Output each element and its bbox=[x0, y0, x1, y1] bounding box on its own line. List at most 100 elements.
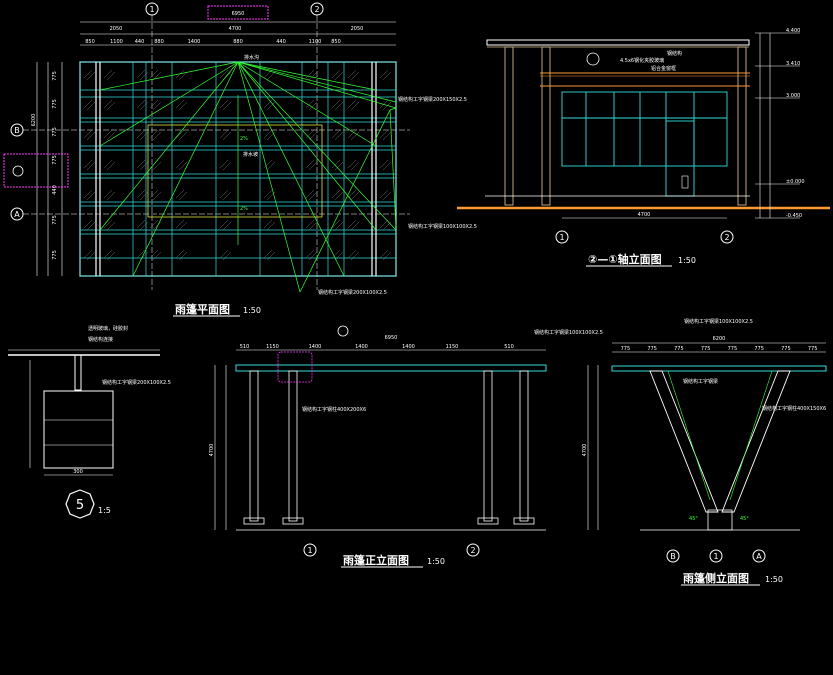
plan-dim-mid: 4700 bbox=[229, 26, 242, 32]
side-angle-1: 45° bbox=[689, 516, 698, 522]
level-label: ±0.000 bbox=[786, 179, 805, 185]
plan-row-dim: 880 bbox=[233, 39, 243, 45]
side-dim: 775 bbox=[674, 346, 684, 352]
window-frame bbox=[561, 91, 728, 197]
side-note-2: 钢结构工字钢梁 bbox=[683, 378, 718, 385]
slope-label-2: 2% bbox=[240, 206, 248, 212]
elev-note-3: 铝合金窗框 bbox=[651, 65, 676, 72]
elev-title: ②—①轴立面图 bbox=[588, 252, 662, 266]
plan-dim-right: 2050 bbox=[351, 26, 364, 32]
side-dim: 775 bbox=[701, 346, 711, 352]
detail5-note-2: 钢结构连接 bbox=[88, 336, 113, 343]
detail5-note-1: 透明玻璃，硅胶封 bbox=[88, 325, 128, 332]
side-dim: 775 bbox=[754, 346, 764, 352]
front-scale: 1:50 bbox=[427, 557, 445, 566]
side-axis-B: B bbox=[670, 552, 676, 561]
plan-row-dim: 850 bbox=[331, 39, 341, 45]
front-roof-beam bbox=[235, 364, 547, 372]
side-dim: 775 bbox=[647, 346, 657, 352]
side-axis-1: 1 bbox=[713, 552, 718, 561]
slope-label-1: 2% bbox=[240, 136, 248, 142]
side-scale: 1:50 bbox=[765, 575, 783, 584]
front-height-dim: 4700 bbox=[209, 444, 215, 457]
front-dim: 1150 bbox=[266, 344, 279, 350]
plan-axis-1-label: 1 bbox=[149, 5, 154, 14]
side-dim: 775 bbox=[621, 346, 631, 352]
front-dim: 1400 bbox=[355, 344, 368, 350]
elev-axis-1: 1 bbox=[559, 233, 564, 242]
detail5-dim: 300 bbox=[73, 469, 83, 475]
front-title: 雨篷正立面图 bbox=[343, 553, 409, 567]
detail-5-view: 300 透明玻璃，硅胶封 钢结构连接 钢结构工字钢梁200X100X2.5 5 … bbox=[8, 325, 171, 519]
plan-beam-note-1: 钢结构工字钢梁200X150X2.5 bbox=[398, 96, 467, 103]
level-label: 3.410 bbox=[786, 61, 800, 67]
front-dim: 1150 bbox=[446, 344, 459, 350]
side-dim: 775 bbox=[781, 346, 791, 352]
plan-left-dim: 775 bbox=[52, 155, 58, 165]
front-note-2: 钢结构工字钢柱400X200X6 bbox=[302, 406, 366, 413]
plan-row-dim: 1100 bbox=[309, 39, 322, 45]
side-angle-2: 45° bbox=[740, 516, 749, 522]
side-dims: 775 775 775 775 775 775 775 775 bbox=[621, 346, 818, 352]
plan-drain-note: 排水沟 bbox=[244, 54, 259, 61]
plan-left-dim: 440 bbox=[52, 185, 58, 195]
plan-beam-note-2: 钢结构工字钢梁100X100X2.5 bbox=[408, 223, 477, 230]
side-total-dim: 6200 bbox=[713, 336, 726, 342]
front-axis-2: 2 bbox=[470, 546, 475, 555]
plan-dim-left: 2050 bbox=[110, 26, 123, 32]
plan-scale: 1:50 bbox=[243, 306, 261, 315]
side-note-1: 钢结构工字钢梁100X100X2.5 bbox=[684, 318, 753, 325]
revision-cloud-top bbox=[207, 5, 269, 20]
plan-title: 雨篷平面图 bbox=[175, 302, 230, 316]
elev-axis-2: 2 bbox=[724, 233, 729, 242]
detail-5-marker bbox=[65, 489, 95, 519]
plan-axis-B-label: B bbox=[14, 126, 20, 135]
plan-top-dim: 6950 bbox=[232, 11, 245, 17]
front-dim: 510 bbox=[240, 344, 250, 350]
plan-left-dim: 775 bbox=[52, 99, 58, 109]
side-roof-beam bbox=[611, 365, 827, 372]
front-note-1: 钢结构工字钢梁100X100X2.5 bbox=[534, 329, 603, 336]
elev-note-1: 4.5x6钢化夹胶玻璃 bbox=[620, 57, 664, 64]
plan-row-dim: 440 bbox=[276, 39, 286, 45]
level-label: 3.000 bbox=[786, 93, 800, 99]
drain-outline bbox=[147, 124, 323, 218]
plan-left-dim: 775 bbox=[52, 215, 58, 225]
side-note-3: 钢结构工字钢柱400X150X6 bbox=[762, 405, 826, 412]
plan-row-dim: 1400 bbox=[188, 39, 201, 45]
side-height-dim: 4700 bbox=[582, 444, 588, 457]
detail5-note-3: 钢结构工字钢梁200X100X2.5 bbox=[102, 379, 171, 386]
plan-row-dim: 850 bbox=[85, 39, 95, 45]
plan-left-dim: 775 bbox=[52, 127, 58, 137]
axis-elevation-view: 4.5x6钢化夹胶玻璃 钢结构 铝合金窗框 4.4003.4103.000±0.… bbox=[457, 28, 830, 267]
front-axis-1: 1 bbox=[307, 546, 312, 555]
detail5-scale: 1:5 bbox=[98, 506, 111, 515]
plan-left-total: 6200 bbox=[31, 114, 37, 127]
side-dim: 775 bbox=[808, 346, 818, 352]
side-elevation-view: 6200 775 775 775 775 775 775 775 775 4700 钢结构工字… bbox=[582, 318, 827, 586]
revision-cloud-left bbox=[3, 153, 69, 188]
side-dim: 775 bbox=[728, 346, 738, 352]
plan-axis-2-label: 2 bbox=[314, 5, 319, 14]
plan-center-note: 排水坡 bbox=[243, 151, 258, 158]
slope-lines bbox=[99, 61, 397, 293]
plan-axis-A-label: A bbox=[14, 210, 20, 219]
elev-scale: 1:50 bbox=[678, 256, 696, 265]
plan-view: 1 2 6950 2050 4700 2050 850 1100 440 880 140… bbox=[3, 2, 477, 317]
plan-row-dim: 880 bbox=[154, 39, 164, 45]
v-columns bbox=[649, 370, 791, 513]
front-dim: 510 bbox=[504, 344, 514, 350]
side-axis-A: A bbox=[756, 552, 762, 561]
plan-beam-note-3: 钢结构工字钢梁200X100X2.5 bbox=[318, 289, 387, 296]
detail5-number: 5 bbox=[76, 498, 84, 513]
plan-left-dim: 775 bbox=[52, 250, 58, 260]
front-total-dim: 6950 bbox=[385, 335, 398, 341]
front-columns bbox=[243, 370, 535, 525]
front-dim: 1400 bbox=[309, 344, 322, 350]
plan-left-dim: 775 bbox=[52, 71, 58, 81]
